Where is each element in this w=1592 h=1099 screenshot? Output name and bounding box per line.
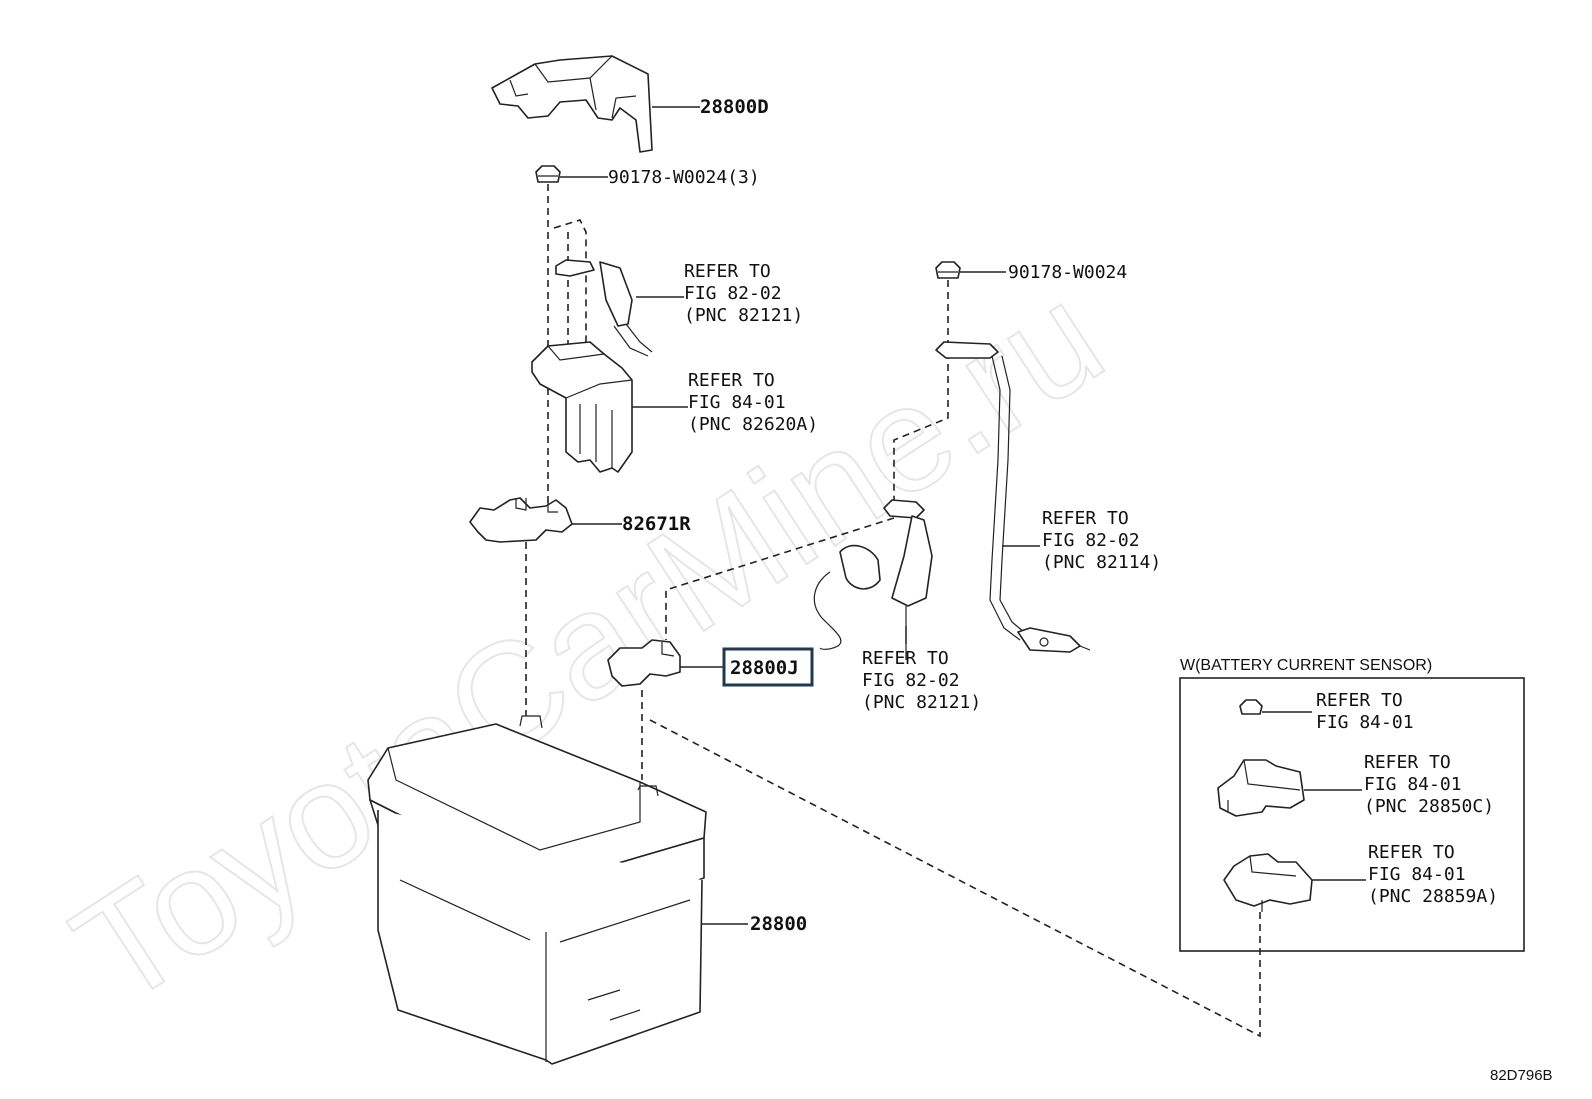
inset-nut-line1: REFER TO	[1316, 690, 1403, 711]
inset-nut-line2: FIG 84-01	[1316, 712, 1414, 733]
harness-connector-drawing	[555, 259, 653, 357]
guide-battery-inset	[649, 719, 1261, 1038]
ref-82121-bottom-line2: FIG 82-02	[862, 670, 960, 691]
nut-top-icon	[535, 165, 561, 183]
ref-82114-line3: (PNC 82114)	[1042, 552, 1161, 573]
ref-82121-top-line2: FIG 82-02	[684, 283, 782, 304]
inset-title: W(BATTERY CURRENT SENSOR)	[1180, 657, 1432, 674]
ref-82121-bottom-line3: (PNC 82121)	[862, 692, 981, 713]
inset-bracket-line3: (PNC 28859A)	[1368, 886, 1498, 907]
inset-bracket-drawing	[1223, 853, 1313, 912]
label-nut-top: 90178-W0024(3)	[608, 167, 760, 188]
positive-cable-drawing	[813, 499, 933, 660]
guide-left-2	[553, 219, 587, 360]
label-28800: 28800	[750, 913, 807, 935]
clamp-82671r-drawing	[469, 497, 573, 543]
battery-28800-drawing	[367, 715, 707, 1065]
ref-82121-top-line3: (PNC 82121)	[684, 305, 803, 326]
label-28800j[interactable]: 28800J	[730, 657, 799, 679]
fuse-block-drawing	[531, 341, 633, 473]
label-nut-right: 90178-W0024	[1008, 262, 1127, 283]
ref-82114-line2: FIG 82-02	[1042, 530, 1140, 551]
ref-82620a-line2: FIG 84-01	[688, 392, 786, 413]
ref-82114-line1: REFER TO	[1042, 508, 1129, 529]
inset-sensor-drawing	[1217, 759, 1305, 817]
ground-cable-drawing	[935, 341, 1091, 653]
figure-id: 82D796B	[1490, 1067, 1553, 1084]
ref-82121-bottom-line1: REFER TO	[862, 648, 949, 669]
ref-82620a-line3: (PNC 82620A)	[688, 414, 818, 435]
inset-sensor-line1: REFER TO	[1364, 752, 1451, 773]
terminal-28800j-drawing	[607, 639, 681, 687]
inset-sensor-line2: FIG 84-01	[1364, 774, 1462, 795]
inset-bracket-line2: FIG 84-01	[1368, 864, 1466, 885]
highlight-box-28800j[interactable]	[722, 647, 814, 687]
cover-28800d-drawing	[491, 55, 653, 153]
guide-right	[893, 280, 949, 510]
ref-82121-top-line1: REFER TO	[684, 261, 771, 282]
label-28800d: 28800D	[700, 96, 769, 118]
inset-sensor-line3: (PNC 28850C)	[1364, 796, 1494, 817]
nut-right-icon	[935, 261, 961, 279]
inset-frame	[1179, 677, 1525, 952]
inset-bracket-line1: REFER TO	[1368, 842, 1455, 863]
inset-battery-current-sensor: W(BATTERY CURRENT SENSOR) REFER TO FIG 8…	[1179, 657, 1525, 952]
ref-82620a-line1: REFER TO	[688, 370, 775, 391]
inset-nut-icon	[1239, 699, 1263, 715]
label-82671r: 82671R	[622, 513, 691, 535]
